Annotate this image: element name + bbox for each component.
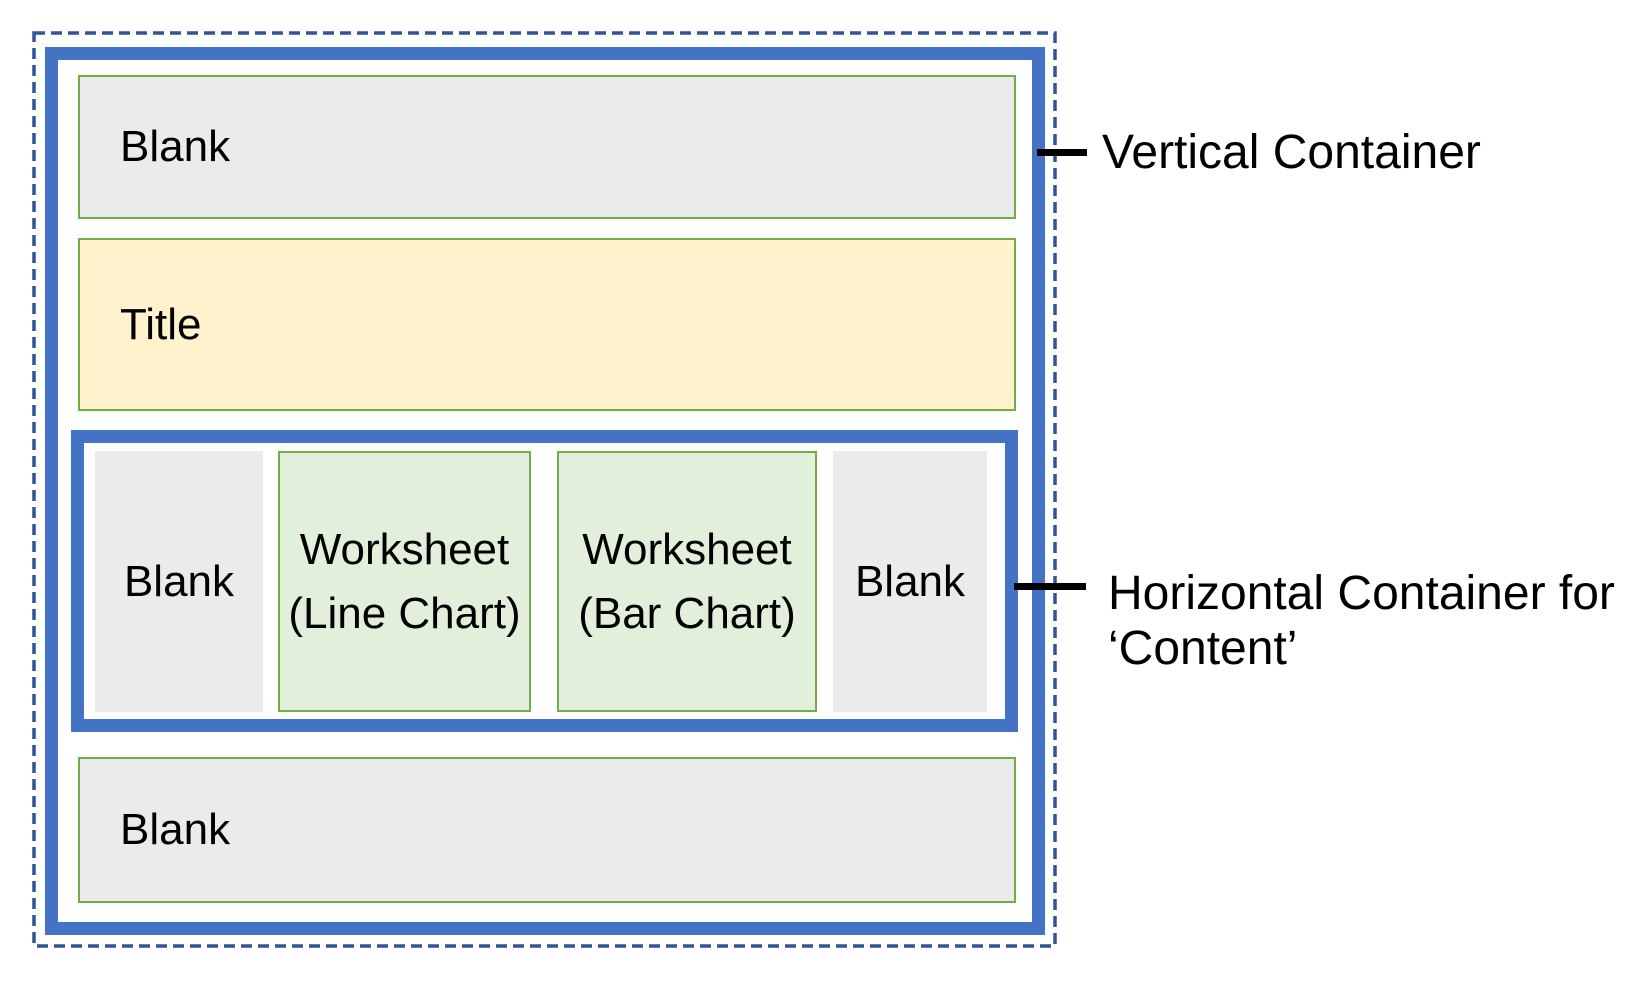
blank-box-top: Blank: [78, 75, 1016, 219]
blank-box-content-right: Blank: [833, 451, 987, 712]
worksheet-line-chart-box: Worksheet (Line Chart): [278, 451, 531, 712]
callout-label-horizontal-container-line2: ‘Content’: [1108, 622, 1298, 675]
title-box: Title: [78, 238, 1016, 411]
callout-line-vertical-container: [1037, 149, 1087, 156]
blank-box-top-label: Blank: [120, 122, 231, 171]
title-box-label: Title: [120, 299, 202, 349]
callout-label-horizontal-container-line1: Horizontal Container for: [1108, 567, 1615, 620]
worksheet-bar-chart-label-line2: (Bar Chart): [578, 588, 796, 638]
horizontal-container-content: Blank Worksheet (Line Chart) Worksheet (…: [71, 430, 1018, 732]
vertical-container: Blank Title Blank Worksheet (Line Chart)…: [45, 47, 1045, 935]
blank-box-content-left-label: Blank: [123, 556, 235, 606]
blank-box-bottom: Blank: [78, 757, 1016, 903]
worksheet-line-chart-label-line1: Worksheet: [299, 524, 510, 574]
blank-box-content-right-label: Blank: [854, 556, 966, 606]
callout-label-horizontal-container: Horizontal Container for ‘Content’: [1108, 566, 1615, 676]
callout-line-horizontal-container: [1014, 583, 1086, 590]
blank-box-bottom-label: Blank: [120, 805, 231, 854]
blank-box-content-left: Blank: [95, 451, 263, 712]
callout-label-vertical-container: Vertical Container: [1102, 126, 1481, 179]
worksheet-bar-chart-box: Worksheet (Bar Chart): [557, 451, 817, 712]
worksheet-line-chart-label-line2: (Line Chart): [288, 588, 521, 638]
worksheet-bar-chart-label-line1: Worksheet: [582, 524, 792, 574]
